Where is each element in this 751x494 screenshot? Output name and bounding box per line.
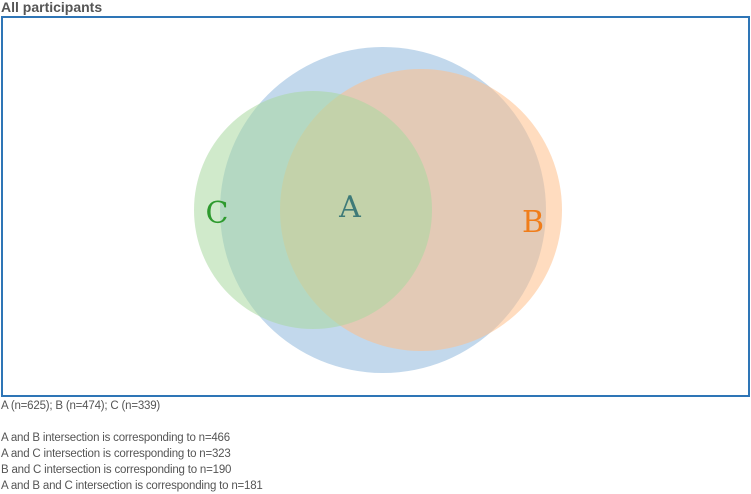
caption-set-counts: A (n=625); B (n=474); C (n=339) [1, 400, 161, 412]
caption-spacer [1, 414, 263, 430]
venn-diagram: A B C [194, 47, 562, 373]
set-c-circle [194, 91, 432, 329]
caption-ac-intersection: A and C intersection is corresponding to… [1, 448, 231, 460]
caption-abc-intersection: A and B and C intersection is correspond… [1, 480, 263, 492]
set-c-label: C [206, 196, 229, 231]
caption-ab-intersection: A and B intersection is corresponding to… [1, 432, 230, 444]
page-title: All participants [1, 0, 103, 15]
venn-caption: A (n=625); B (n=474); C (n=339) A and B … [1, 398, 263, 494]
caption-bc-intersection: B and C intersection is corresponding to… [1, 464, 232, 476]
set-a-label: A [338, 190, 361, 225]
venn-diagram-frame: A B C [1, 16, 750, 397]
set-b-label: B [522, 205, 544, 240]
